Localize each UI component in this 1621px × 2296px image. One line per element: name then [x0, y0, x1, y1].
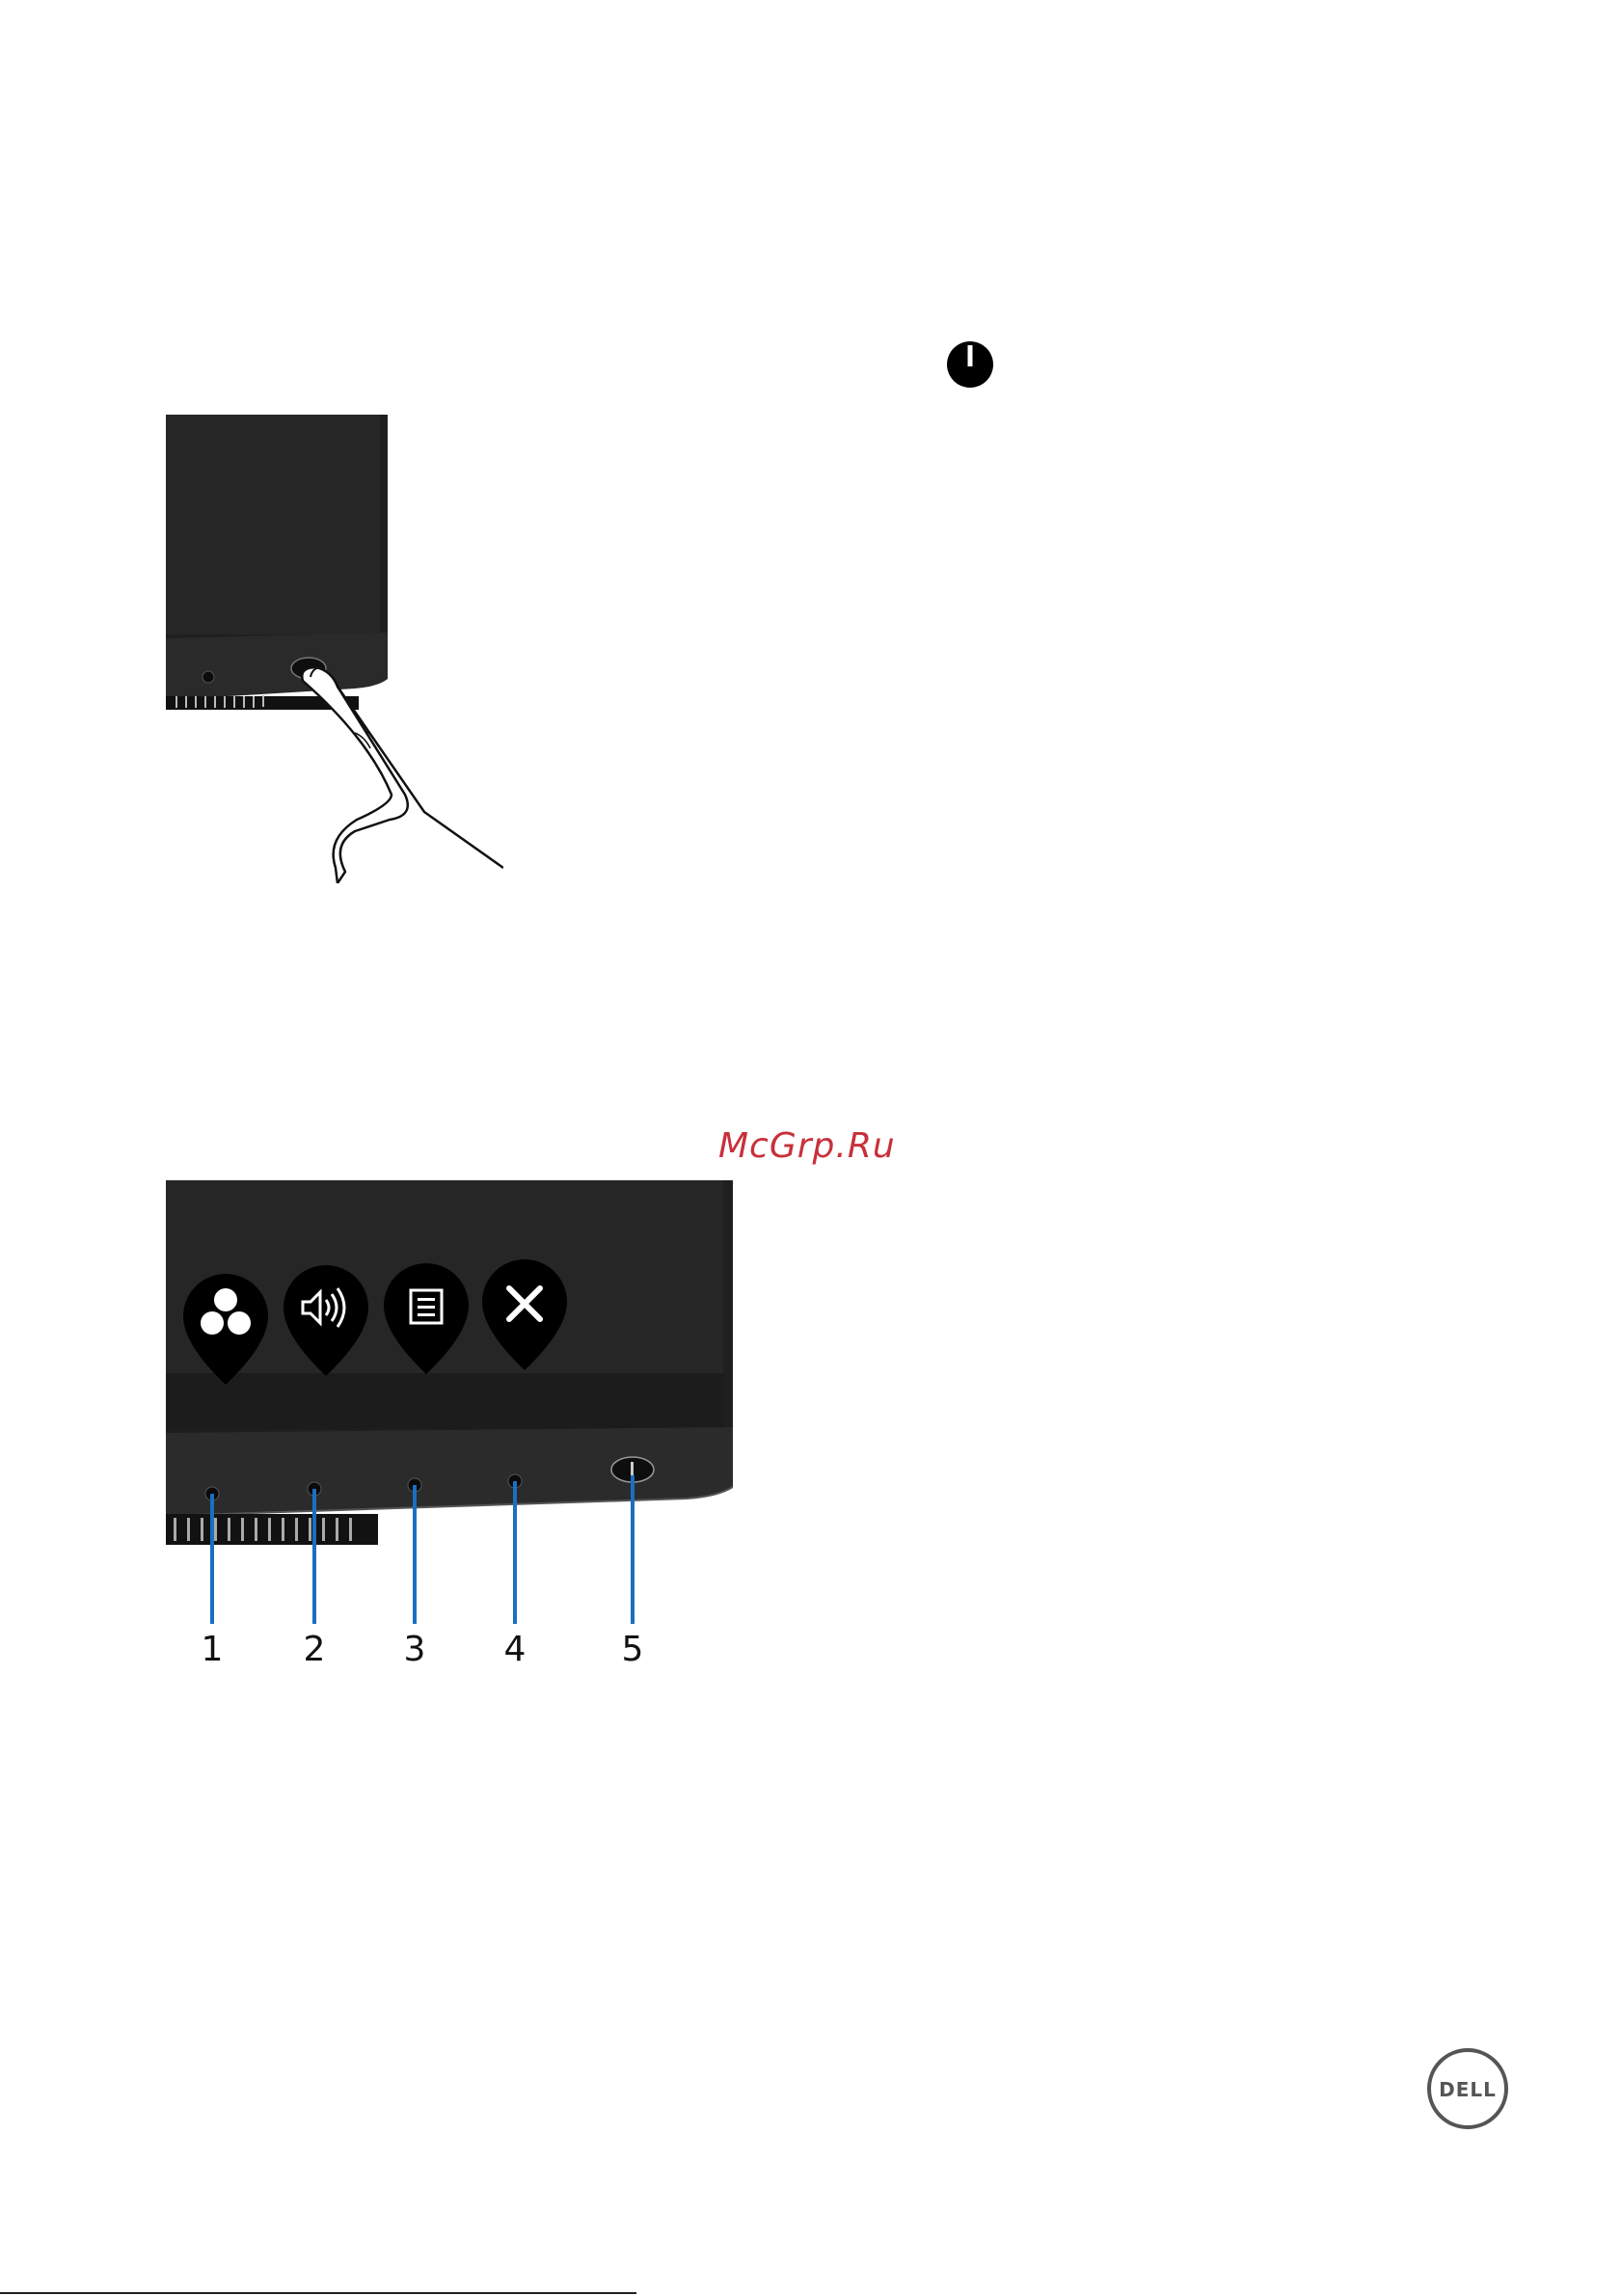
- dell-logo: DELL: [1425, 2046, 1510, 2131]
- callout-3: 3: [395, 1630, 434, 1669]
- button-callout-illustration: [166, 1180, 733, 1682]
- power-button-press-illustration: [166, 415, 503, 883]
- watermark: McGrp.Ru: [718, 1126, 911, 1173]
- callout-4: 4: [496, 1630, 534, 1669]
- footer-rule: [0, 2292, 636, 2294]
- svg-text:DELL: DELL: [1439, 2078, 1497, 2101]
- callout-5: 5: [613, 1630, 652, 1669]
- callout-2: 2: [295, 1630, 334, 1669]
- callout-1: 1: [193, 1630, 231, 1669]
- power-icon: [945, 339, 995, 390]
